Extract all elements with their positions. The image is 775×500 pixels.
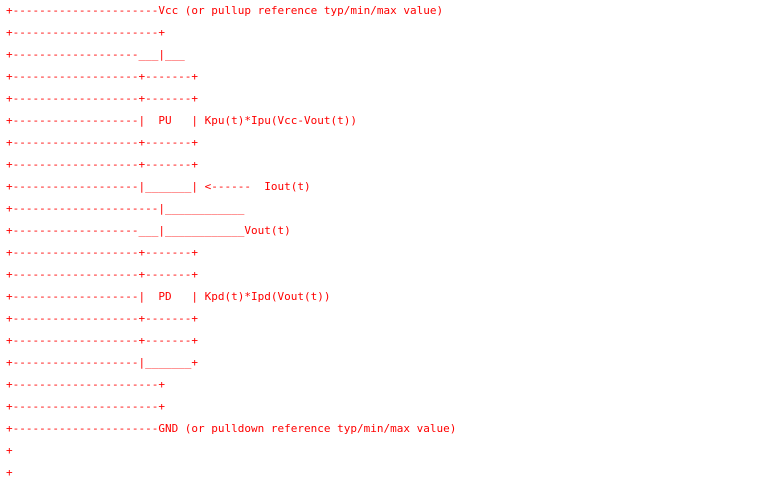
- diagram-line: +----------------------+: [6, 26, 165, 39]
- diagram-line: +-------------------+-------+: [6, 136, 199, 149]
- diagram-line: +-------------------+-------+: [6, 334, 199, 347]
- diagram-line: +-------------------+-------+: [6, 312, 199, 325]
- diagram-line: +-------------------| PD | Kpd(t)*Ipd(Vo…: [6, 290, 331, 303]
- diagram-line: +----------------------+: [6, 378, 165, 391]
- diagram-line: +: [6, 444, 13, 457]
- diagram-line: +----------------------+: [6, 400, 165, 413]
- diagram-line: +-------------------|_______+: [6, 356, 199, 369]
- diagram-line: +-------------------| PU | Kpu(t)*Ipu(Vc…: [6, 114, 357, 127]
- diagram-line: +-------------------+-------+: [6, 268, 199, 281]
- diagram-line: +-------------------+-------+: [6, 158, 199, 171]
- diagram-line: +: [6, 466, 13, 479]
- diagram-line: +----------------------GND (or pulldown …: [6, 422, 457, 435]
- diagram-line: +-------------------___|____________Vout…: [6, 224, 291, 237]
- diagram-line: +-------------------+-------+: [6, 92, 199, 105]
- diagram-line: +----------------------Vcc (or pullup re…: [6, 4, 444, 17]
- diagram-line: +-------------------+-------+: [6, 246, 199, 259]
- diagram-line: +----------------------|____________: [6, 202, 245, 215]
- diagram-line: +-------------------+-------+: [6, 70, 199, 83]
- diagram-line: +-------------------___|___: [6, 48, 185, 61]
- diagram-line: +-------------------|_______| <------ Io…: [6, 180, 311, 193]
